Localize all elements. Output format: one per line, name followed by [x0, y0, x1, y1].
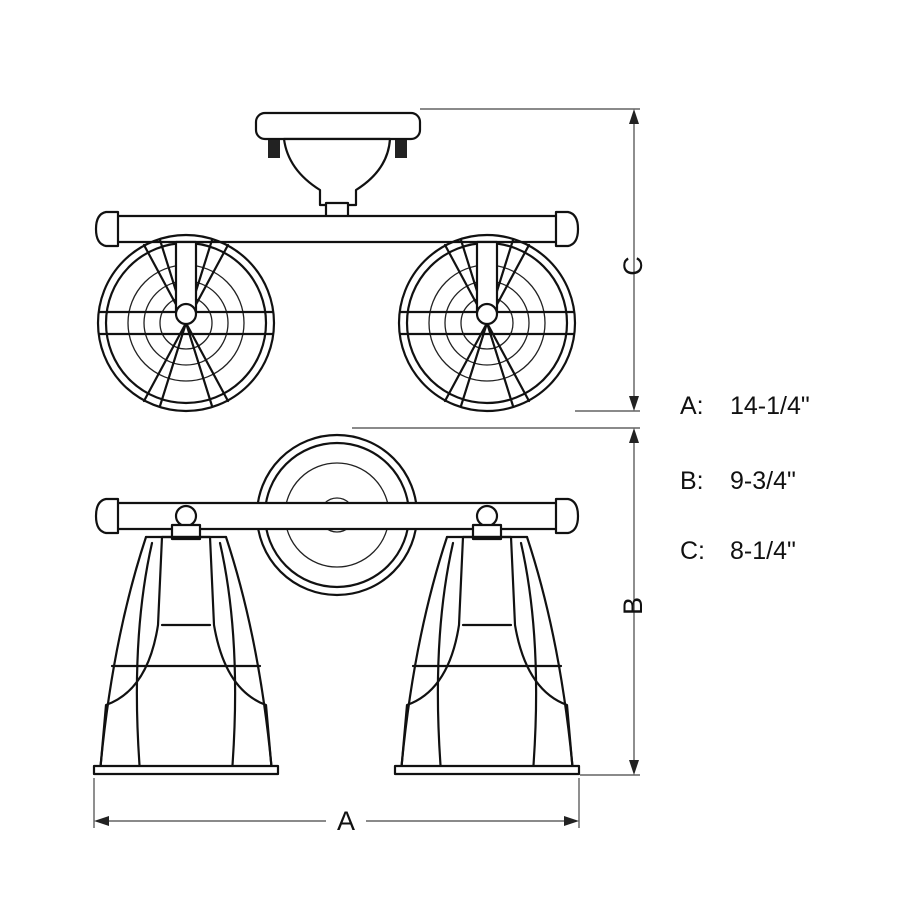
top-view [94, 111, 580, 413]
top-bar [114, 214, 560, 244]
legend-key-a: A: [680, 392, 704, 420]
legend-row-b: B: 9-3/4" [680, 467, 796, 496]
legend-value-b: 9-3/4" [730, 467, 796, 495]
canopy-screw-right [395, 140, 407, 158]
dimension-b-label: B [618, 597, 648, 615]
dimension-c-label: C [618, 256, 648, 276]
top-cage-left [96, 233, 276, 413]
top-bar-endcap-left [94, 210, 120, 248]
dimension-a: A [93, 778, 580, 836]
canopy-screw-left [268, 140, 280, 158]
legend-value-a: 14-1/4" [730, 392, 810, 420]
canopy-plate [254, 111, 422, 141]
legend-row-a: A: 14-1/4" [680, 392, 810, 421]
legend-key-b: B: [680, 467, 704, 495]
legend-row-c: C: 8-1/4" [680, 537, 796, 566]
front-view [92, 433, 581, 776]
canopy-funnel [282, 137, 392, 207]
front-cage-right [393, 504, 581, 776]
legend-value-c: 8-1/4" [730, 537, 796, 565]
dimension-b: B [352, 427, 648, 776]
dimension-c: C [420, 108, 648, 412]
top-cage-right [397, 233, 577, 413]
front-bar-endcap-left [94, 497, 120, 535]
top-bar-endcap-right [554, 210, 580, 248]
legend-key-c: C: [680, 537, 705, 565]
dimension-a-label: A [337, 806, 355, 836]
front-bar-endcap-right [554, 497, 580, 535]
front-cage-left [92, 504, 280, 776]
